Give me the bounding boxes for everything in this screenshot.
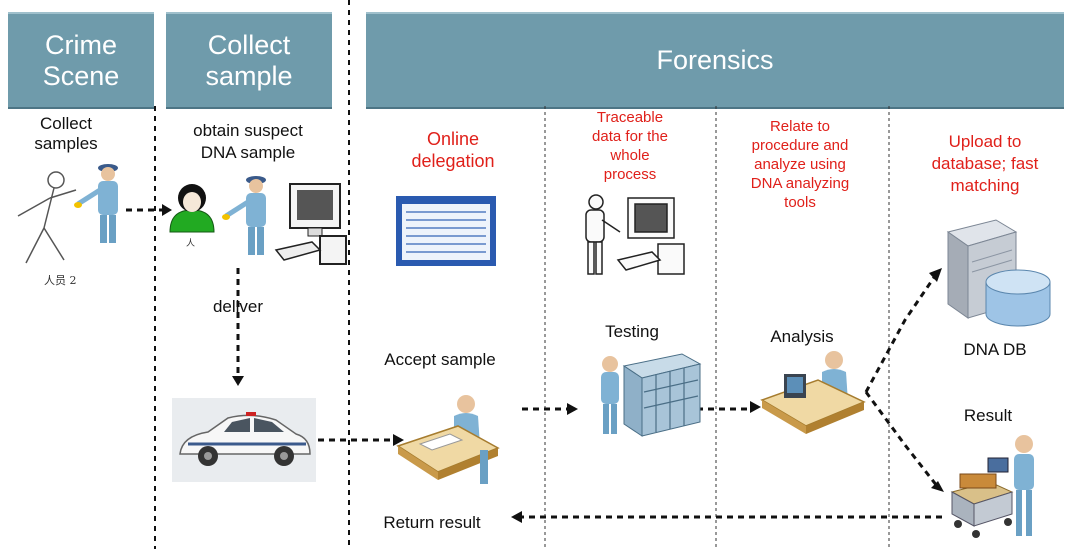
label-collect-samples: Collect samples [34,114,98,153]
note-traceable-data: Traceable data for the whole process [592,109,668,183]
clerk-desk-icon [396,395,500,484]
suspect-icon: 人 [169,184,215,248]
label-analysis: Analysis [770,327,834,346]
note-upload-database: Upload to database; fast matching [931,132,1039,195]
header-forensics: Forensics [366,12,1064,109]
computer-icon [585,194,685,275]
database-icon [946,219,1051,327]
police-officer-icon [74,164,118,243]
police-car-icon [172,398,316,482]
person-tag: 人 [186,238,195,248]
header-collect-sample: Collect sample [166,12,332,109]
header-crime-scene: Crime Scene [8,12,154,109]
figure-tag: 人员 2 [44,274,77,287]
server-rack-icon [601,353,702,437]
label-accept-sample: Accept sample [384,350,496,369]
analyst-desk-icon [760,351,866,434]
label-testing: Testing [605,322,659,341]
label-deliver: deliver [212,297,264,316]
label-result: Result [963,406,1013,425]
computer-icon [274,183,347,265]
result-cart-icon [950,435,1034,538]
label-obtain-suspect: obtain suspect DNA sample [193,121,303,162]
police-officer-icon [222,176,266,255]
note-relate-procedure: Relate to procedure and analyze using DN… [750,118,850,211]
form-window-icon [396,196,496,266]
label-return-result: Return result [383,513,481,532]
stick-figure-icon: 人员 2 [17,171,77,287]
note-online-delegation: Online delegation [411,129,495,171]
label-dna-db: DNA DB [963,340,1027,359]
